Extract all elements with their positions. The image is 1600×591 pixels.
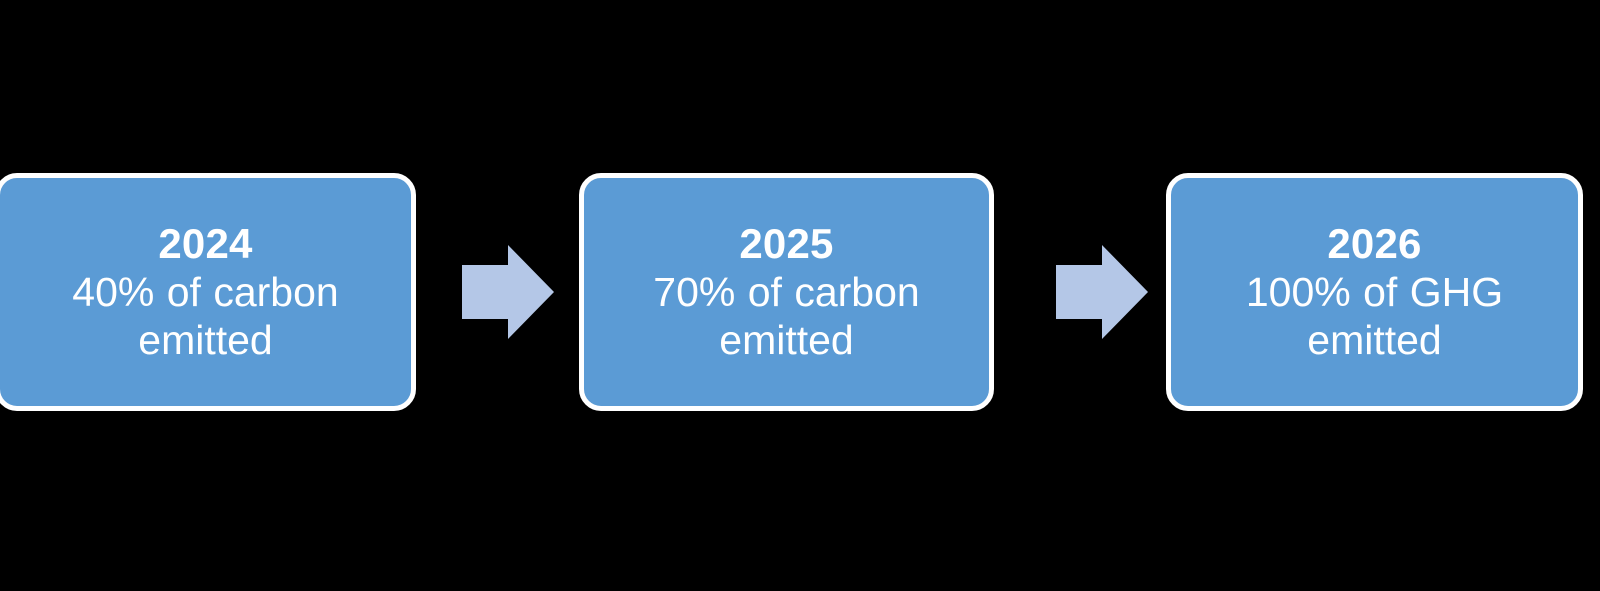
node-description-label: 100% of GHG emitted (1245, 268, 1504, 363)
node-description-label: 70% of carbon emitted (653, 268, 920, 363)
process-node-2025[interactable]: 2025 70% of carbon emitted (579, 173, 994, 411)
node-year-label: 2025 (739, 220, 834, 268)
node-description-label: 40% of carbon emitted (72, 268, 339, 363)
process-node-2026[interactable]: 2026 100% of GHG emitted (1166, 173, 1583, 411)
arrow-right-icon (462, 245, 554, 339)
process-node-2024[interactable]: 2024 40% of carbon emitted (0, 173, 416, 411)
process-flow: 2024 40% of carbon emitted 2025 70% of c… (0, 172, 1600, 412)
node-year-label: 2026 (1327, 220, 1422, 268)
arrow-right-icon (1056, 245, 1148, 339)
node-year-label: 2024 (158, 220, 253, 268)
